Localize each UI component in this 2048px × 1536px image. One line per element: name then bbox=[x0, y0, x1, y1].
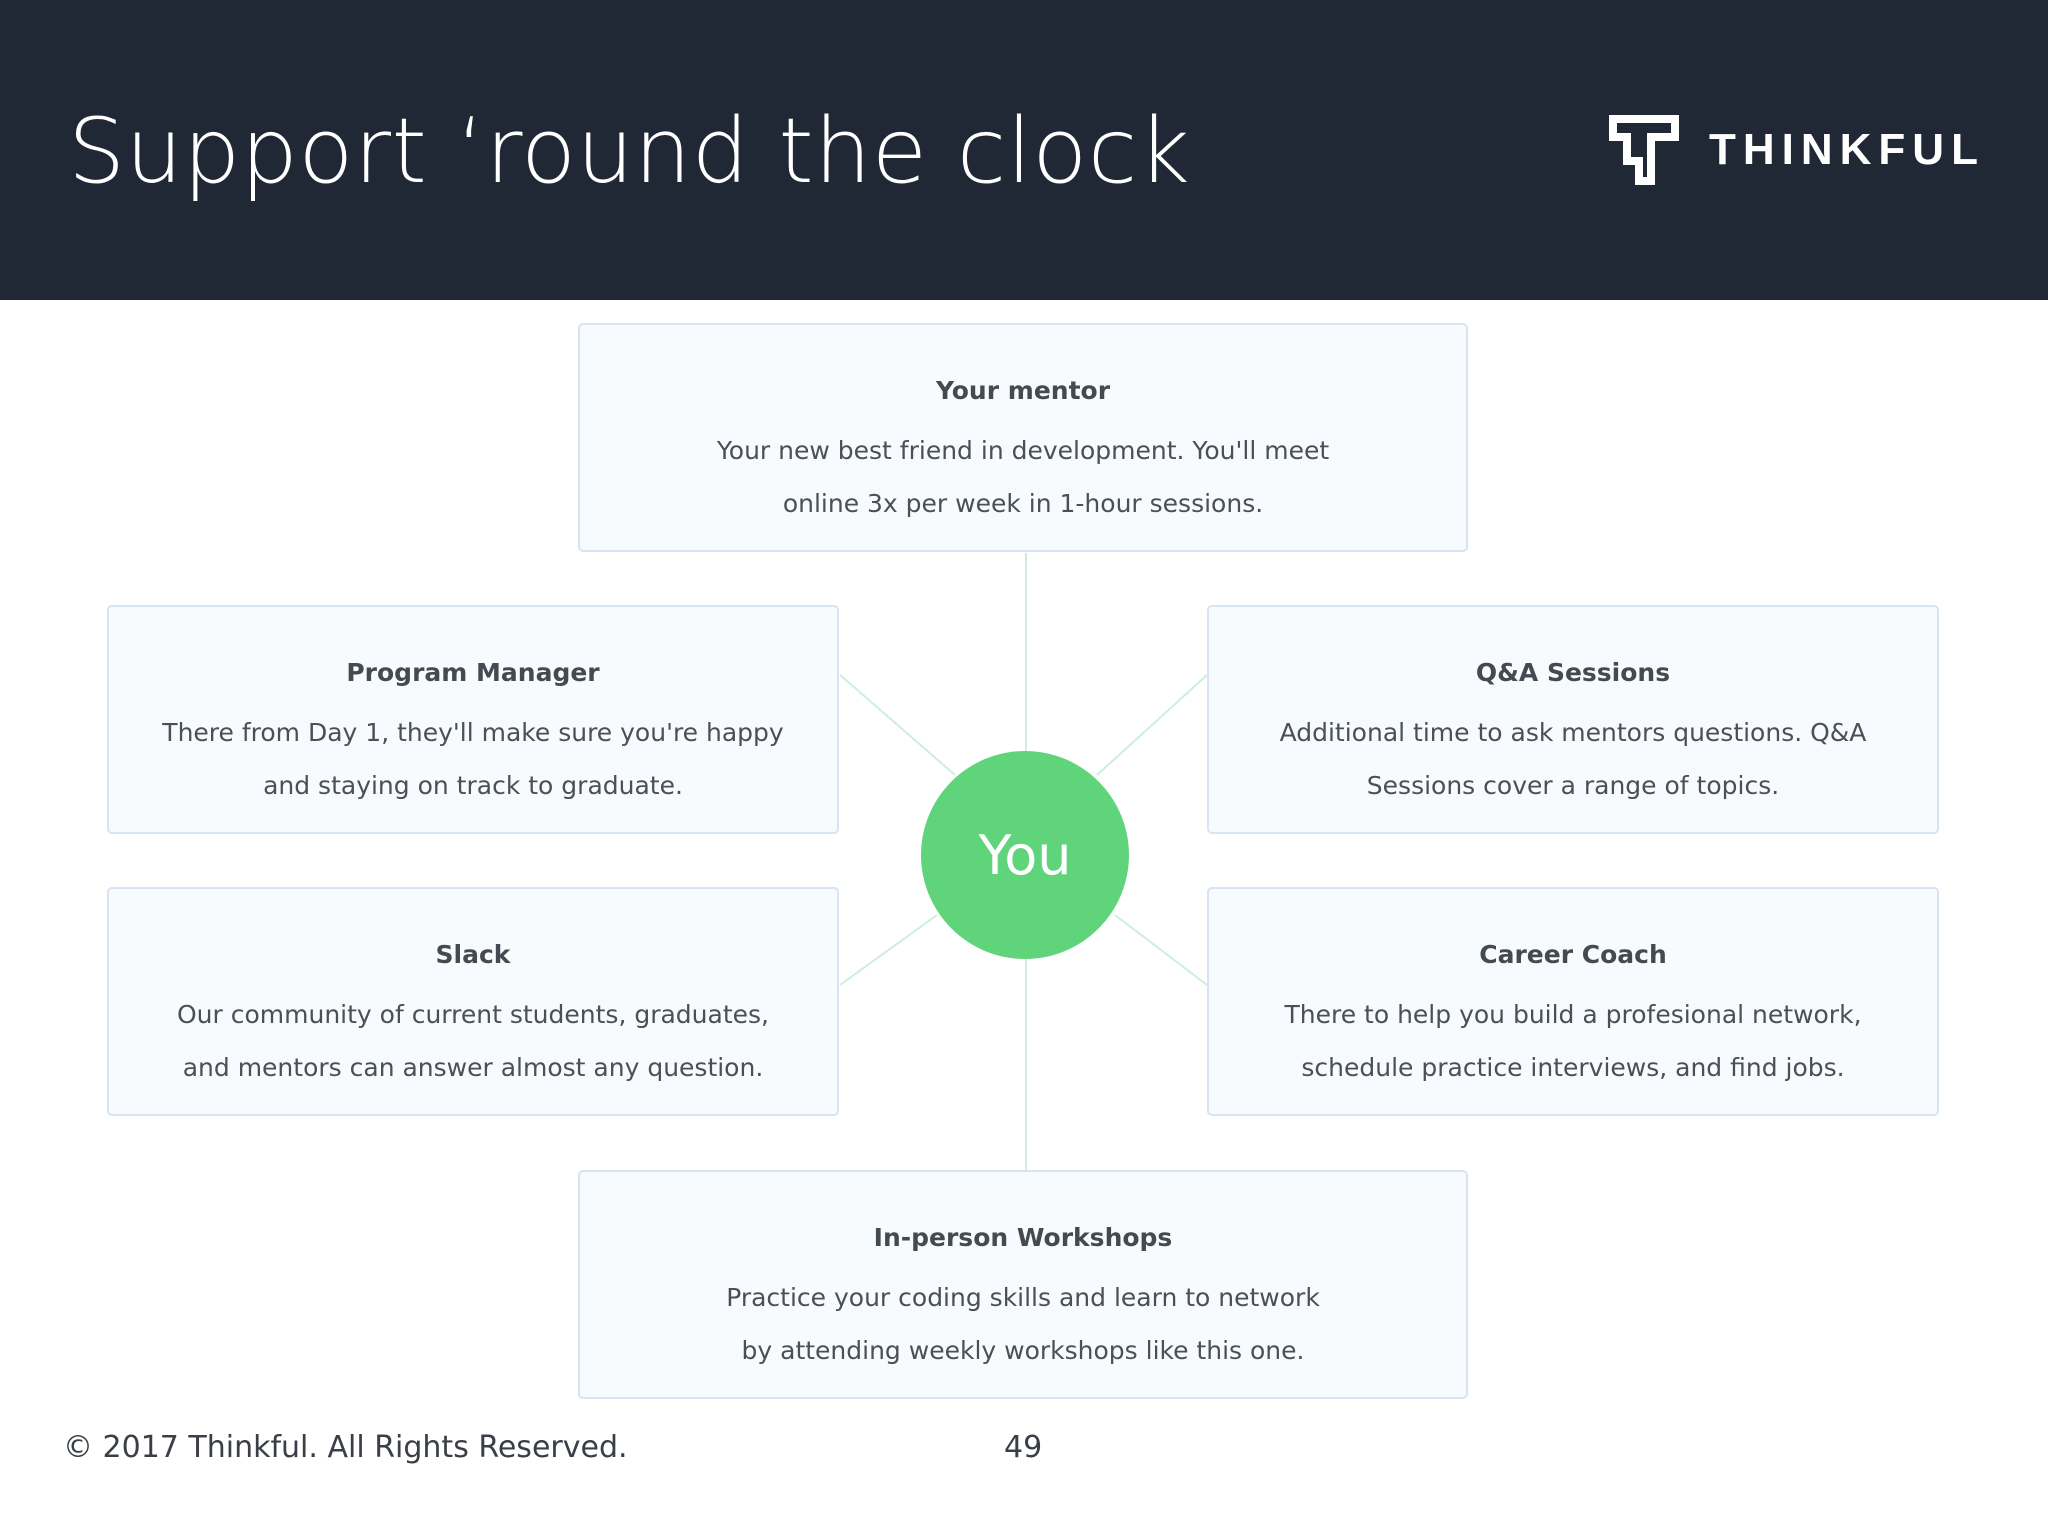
connector-program-manager bbox=[839, 674, 956, 776]
card-description: Additional time to ask mentors questions… bbox=[1279, 718, 1867, 800]
card-title: In-person Workshops bbox=[873, 1223, 1173, 1252]
card-description: There from Day 1, they'll make sure you'… bbox=[162, 718, 784, 800]
card-title: Your mentor bbox=[935, 376, 1111, 405]
card-description: There to help you build a profesional ne… bbox=[1284, 1000, 1862, 1082]
thinkful-logo: THINKFUL bbox=[1605, 110, 1985, 190]
card-title: Slack bbox=[435, 940, 511, 969]
slide-title: Support ‘round the clock bbox=[68, 99, 1191, 204]
card-title: Q&A Sessions bbox=[1475, 658, 1671, 687]
thinkful-logo-icon bbox=[1609, 115, 1679, 185]
page-number: 49 bbox=[1004, 1430, 1043, 1465]
footer-copyright: © 2017 Thinkful. All Rights Reserved. bbox=[63, 1430, 628, 1465]
card-qa-sessions: Q&A Sessions Additional time to ask ment… bbox=[1207, 605, 1939, 834]
card-description: Practice your coding skills and learn to… bbox=[726, 1283, 1320, 1365]
connector-career-coach bbox=[1114, 914, 1208, 986]
card-slack: Slack Our community of current students,… bbox=[107, 887, 839, 1116]
card-career-coach: Career Coach There to help you build a p… bbox=[1207, 887, 1939, 1116]
card-title: Program Manager bbox=[346, 658, 600, 687]
card-description: Our community of current students, gradu… bbox=[177, 1000, 769, 1082]
connector-qa-sessions bbox=[1096, 674, 1208, 776]
you-label: You bbox=[978, 823, 1072, 887]
card-your-mentor: Your mentor Your new best friend in deve… bbox=[578, 323, 1468, 552]
you-node: You bbox=[921, 751, 1129, 959]
connector-slack bbox=[839, 914, 938, 986]
card-description: Your new best friend in development. You… bbox=[716, 436, 1330, 518]
card-title: Career Coach bbox=[1479, 940, 1667, 969]
card-in-person-workshops: In-person Workshops Practice your coding… bbox=[578, 1170, 1468, 1399]
card-program-manager: Program Manager There from Day 1, they'l… bbox=[107, 605, 839, 834]
brand-name: THINKFUL bbox=[1709, 125, 1985, 174]
slide-header: Support ‘round the clock THINKFUL bbox=[0, 0, 2048, 300]
